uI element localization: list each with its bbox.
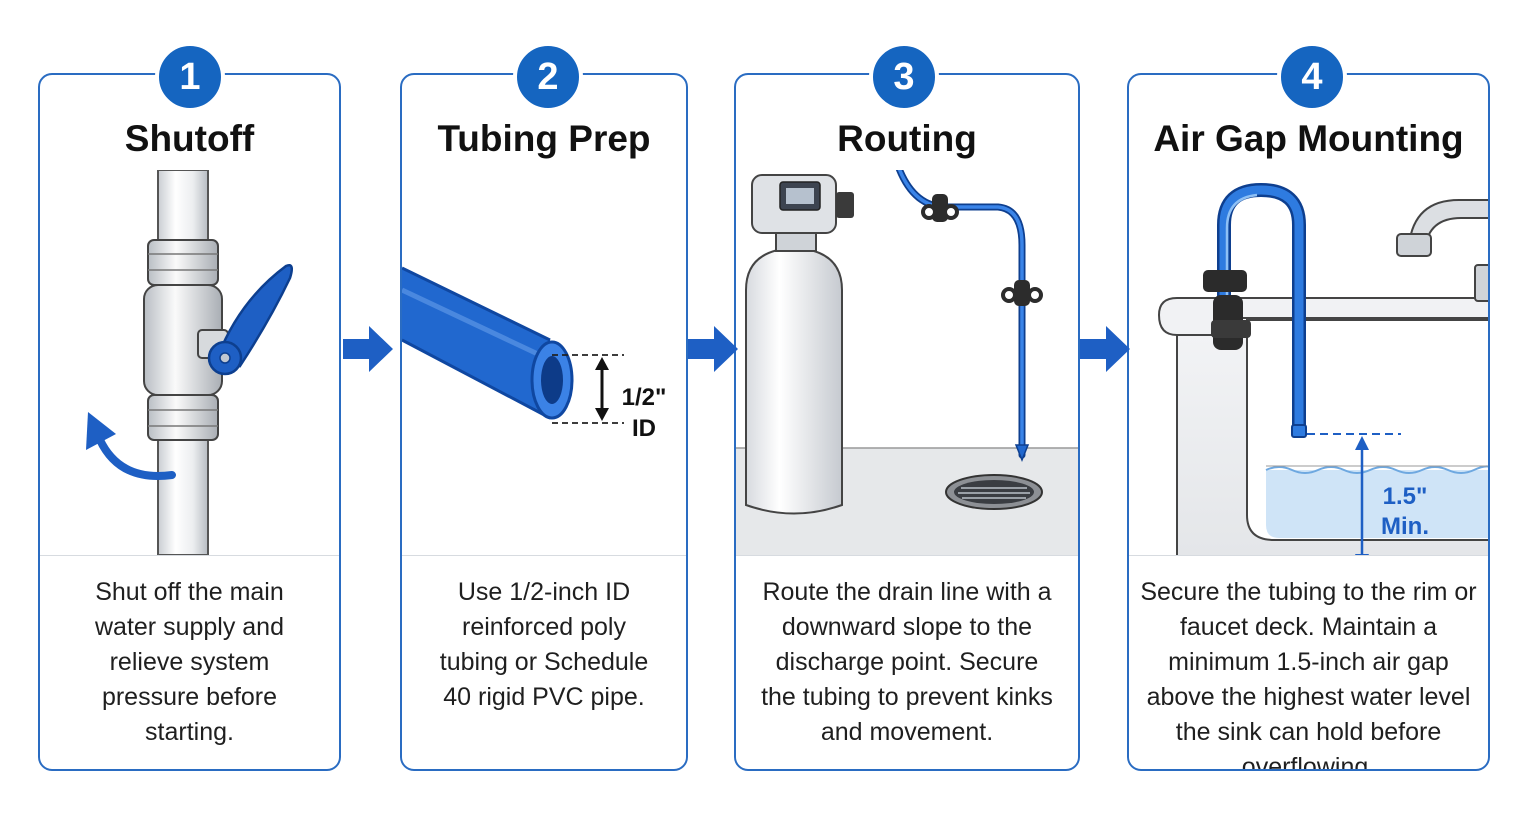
dimension-label: Min. — [1381, 513, 1429, 540]
divider — [736, 555, 1078, 556]
divider — [402, 555, 686, 556]
ball-valve-icon — [40, 169, 339, 556]
step-description: Shut off the main water supply and relie… — [94, 578, 284, 746]
arrow-right-icon — [1080, 326, 1130, 372]
divider — [40, 555, 339, 556]
step-description: Use 1/2-inch ID reinforced poly tubing o… — [439, 578, 649, 711]
arrow-right-icon — [343, 326, 393, 372]
step-number-badge: 2 — [513, 42, 583, 112]
step-title: Tubing Prep — [437, 118, 651, 159]
step-title: Shutoff — [124, 118, 255, 159]
step-description: Secure the tubing to the rim or faucet d… — [1140, 578, 1477, 771]
dimension-label: 1/2" — [622, 384, 667, 411]
step-title: Routing — [837, 118, 977, 159]
step-card-air-gap-mounting: Air Gap Mounting — [1127, 73, 1490, 771]
step-card-tubing-prep: Tubing Prep 1/2" ID Use 1/2-inch ID rein… — [400, 73, 688, 771]
step-number-badge: 3 — [869, 42, 939, 112]
step-number-badge: 1 — [155, 42, 225, 112]
water-softener-icon — [736, 116, 1078, 555]
step-title: Air Gap Mounting — [1153, 118, 1464, 159]
dimension-label: ID — [632, 415, 656, 442]
step-card-routing: Routing — [734, 73, 1080, 771]
arrow-right-icon — [688, 326, 738, 372]
step-card-shutoff: Shutoff — [38, 73, 341, 771]
step-description: Route the drain line with a downward slo… — [761, 578, 1053, 746]
divider — [1129, 555, 1488, 556]
air-gap-sink-icon: 1.5" Min. — [1129, 170, 1488, 568]
tubing-icon: 1/2" ID — [402, 220, 686, 555]
dimension-label: 1.5" — [1383, 483, 1428, 510]
step-number-badge: 4 — [1277, 42, 1347, 112]
